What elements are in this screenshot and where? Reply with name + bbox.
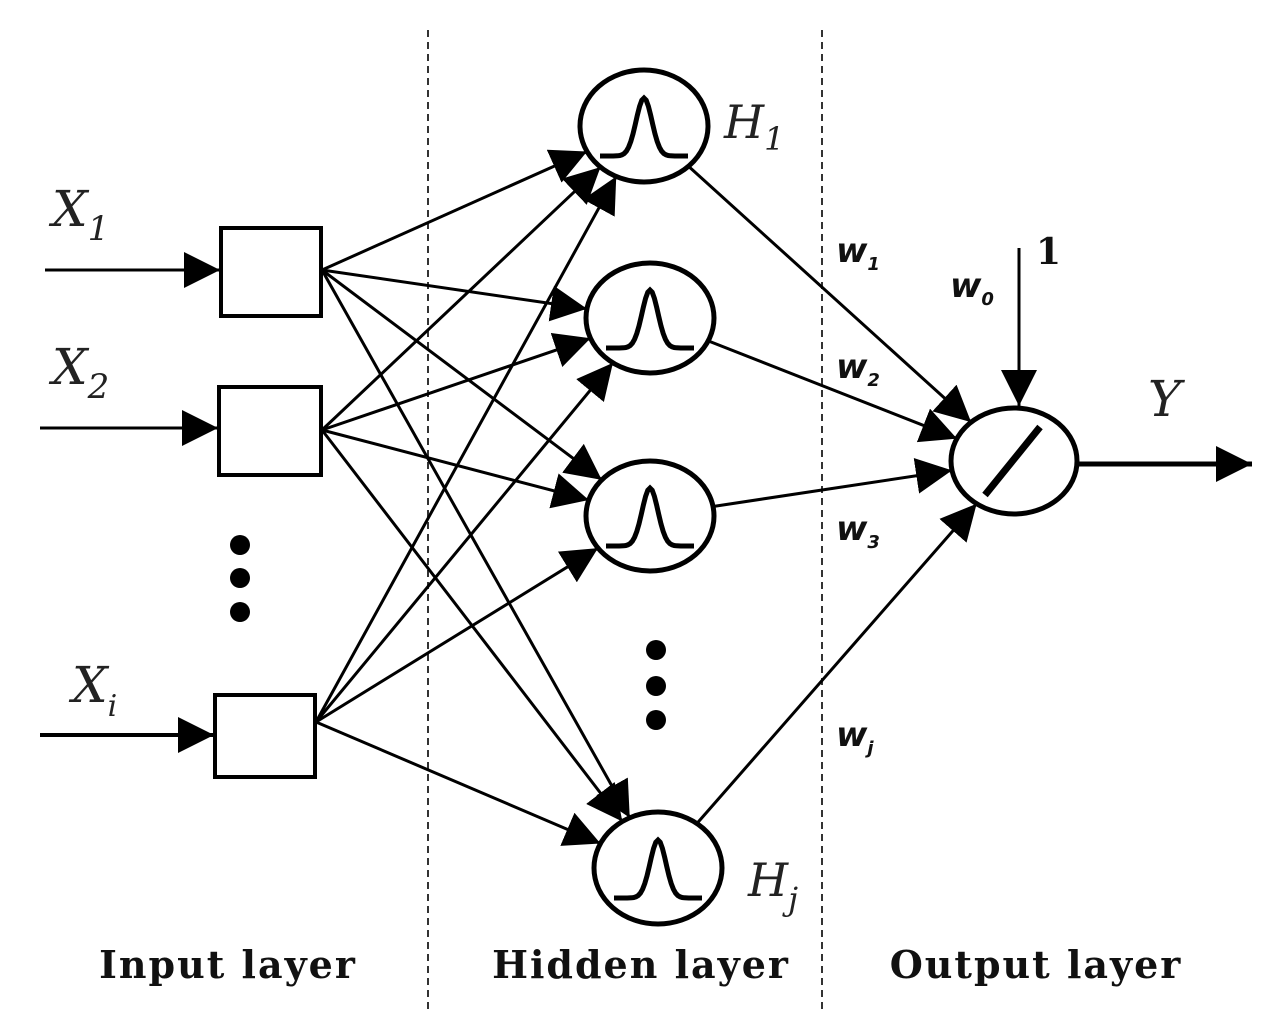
hidden-nodes [577, 67, 725, 927]
output-label-y: Y [1148, 370, 1185, 428]
hidden-node-1 [577, 67, 711, 185]
edge-input-3-to-hidden-2 [314, 361, 615, 723]
hidden-layer-title: Hidden layer [492, 942, 790, 987]
output-layer-title: Output layer [890, 942, 1183, 987]
edge-input-1-to-hidden-3 [321, 268, 603, 482]
hidden-label-h1: H1 [723, 95, 784, 158]
edge-input-2-to-hidden-3 [321, 428, 590, 509]
edge-input-1-to-hidden-2 [321, 268, 588, 322]
input-lines [40, 252, 220, 753]
edge-input-3-to-hidden-3 [315, 546, 599, 724]
edge-input-1-to-hidden-4 [320, 269, 632, 819]
hidden-label-hj: Hj [747, 853, 798, 918]
input-label-x2: X2 [48, 338, 109, 407]
edge-hidden-4-to-output [695, 502, 978, 825]
input-nodes [213, 226, 323, 779]
weight-label-wj: wj [836, 715, 874, 759]
edge-hidden-3-to-output [712, 457, 953, 508]
gaussian-activation-icon [606, 286, 694, 351]
connection-lines [314, 149, 978, 846]
edge-input-2-to-hidden-2 [321, 332, 592, 432]
gaussian-activation-icon [606, 484, 694, 549]
input-node-2 [217, 385, 323, 477]
input-label-xi: Xi [68, 656, 117, 724]
edge-hidden-1-to-output [687, 165, 973, 424]
input-label-x1: X1 [48, 180, 109, 249]
input-ellipsis-dots [230, 535, 250, 622]
hidden-node-j [591, 809, 725, 927]
gaussian-activation-icon [614, 836, 702, 901]
hidden-node-2 [583, 260, 717, 376]
linear-activation-icon [982, 424, 1043, 498]
gaussian-activation-icon [600, 94, 688, 159]
edge-input-1-to-hidden-1 [321, 149, 588, 272]
hidden-node-3 [583, 458, 717, 574]
bias-value-label: 1 [1036, 231, 1061, 273]
input-node-i [213, 693, 317, 779]
input-layer-title: Input layer [99, 942, 357, 987]
edge-input-3-to-hidden-4 [315, 720, 602, 846]
output-node [948, 405, 1080, 517]
weight-label-w2: w2 [836, 347, 880, 391]
weight-label-w3: w3 [836, 509, 880, 553]
edge-hidden-2-to-output [707, 339, 958, 443]
weight-label-w1: w1 [836, 231, 880, 275]
edge-input-3-to-hidden-1 [314, 175, 618, 723]
edge-input-2-to-hidden-1 [320, 165, 602, 432]
hidden-ellipsis-dots [646, 640, 666, 730]
input-node-1 [219, 226, 323, 318]
weight-label-w0: w0 [950, 266, 994, 310]
